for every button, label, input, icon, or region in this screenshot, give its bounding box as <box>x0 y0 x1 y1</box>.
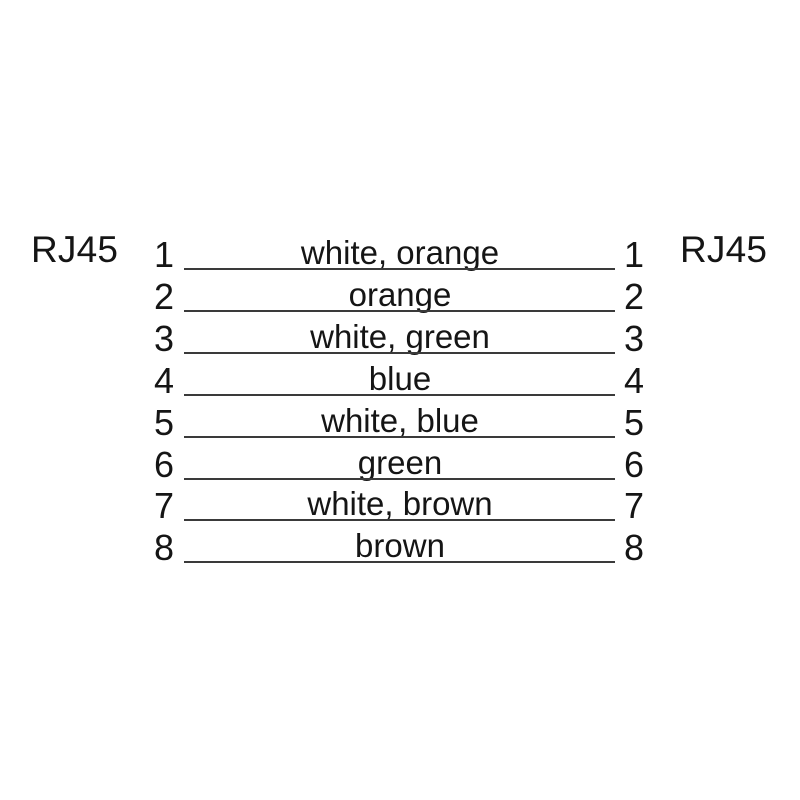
wire-line <box>184 477 615 480</box>
pin-number-right: 5 <box>624 401 645 443</box>
wire-line <box>184 393 615 396</box>
wire-line <box>184 268 615 270</box>
pin-number-left: 5 <box>153 401 174 443</box>
pin-number-left: 1 <box>153 234 174 275</box>
wire-line <box>184 351 615 354</box>
wire-color-label: blue <box>368 359 432 397</box>
wire-color-label: white, brown <box>307 485 493 523</box>
pin-number-left: 3 <box>153 317 174 359</box>
pin-number-left: 2 <box>153 275 174 317</box>
pin-number-right: 7 <box>624 485 645 527</box>
pin-number-right: 1 <box>624 234 645 275</box>
wire-color-label: green <box>357 443 443 481</box>
wire-color-label: orange <box>348 275 452 313</box>
pin-number-right: 6 <box>624 443 645 485</box>
pin-number-left: 6 <box>153 443 174 485</box>
pin-number-left: 7 <box>153 485 174 527</box>
wire-color-label: white, orange <box>300 234 500 271</box>
wire-color-label: white, green <box>310 317 490 355</box>
pin-number-left: 4 <box>153 359 174 401</box>
right-connector-label: RJ45 <box>680 229 768 270</box>
wire-color-label: brown <box>355 527 445 565</box>
pin-number-right: 8 <box>624 527 645 569</box>
left-connector-label: RJ45 <box>31 229 119 270</box>
wire-color-label: white, blue <box>321 401 479 439</box>
wire-line <box>184 309 615 312</box>
wire-line <box>184 519 615 522</box>
wire-line <box>184 561 615 564</box>
pin-number-left: 8 <box>153 527 174 569</box>
wire-line <box>184 435 615 438</box>
pin-number-right: 2 <box>624 275 645 317</box>
pin-number-right: 3 <box>624 317 645 359</box>
pin-number-right: 4 <box>624 359 645 401</box>
